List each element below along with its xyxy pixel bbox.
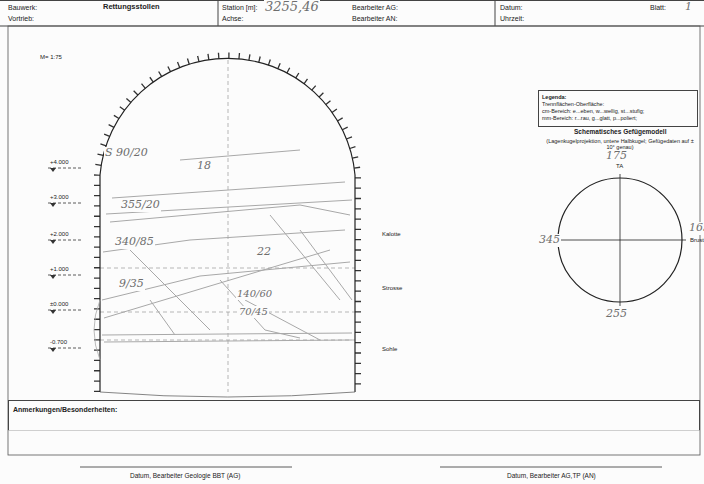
handwritten-note: 255: [605, 308, 628, 321]
handwritten-note: 70/45: [238, 306, 269, 318]
handwritten-note: 140/60: [236, 288, 273, 300]
handwritten-note: 18: [196, 160, 212, 173]
box-text: cm-Bereich: e...eben, w...wellig, st...s…: [542, 108, 694, 115]
legend-box: Legenda:Trennflächen-Oberfläche:cm-Berei…: [538, 90, 698, 127]
remarks-box: Anmerkungen/Besonderheiten:: [8, 400, 700, 430]
box-text: mm-Bereich: r...rau, g...glatt, p...poli…: [542, 115, 694, 122]
form-label: Schematisches Gefügemodell: [574, 128, 666, 135]
form-label: +3.000: [50, 194, 69, 201]
form-label: Sohle: [382, 346, 397, 353]
form-label: -0.700: [50, 339, 67, 346]
form-label: Bearbeiter AN:: [352, 15, 398, 23]
form-label: ±0.000: [50, 301, 68, 308]
form-label: Bauwerk:: [8, 4, 37, 12]
form-label: Brust: [690, 237, 704, 244]
form-label: Datum:: [500, 4, 523, 12]
form-label: +1.000: [50, 266, 69, 273]
form-label: Bearbeiter AG:: [352, 4, 398, 12]
form-label: Strosse: [382, 285, 402, 292]
box-heading: Legenda:: [542, 94, 694, 101]
box-heading: Anmerkungen/Besonderheiten:: [13, 405, 695, 414]
handwritten-note: 1: [684, 1, 693, 14]
box-text: Trennflächen-Oberfläche:: [542, 101, 694, 108]
form-label: M= 1:75: [40, 54, 62, 61]
form-label: (Lagenkugelprojektion, untere Halbkugel;…: [545, 138, 695, 151]
handwritten-note: 165: [688, 222, 704, 235]
handwritten-note: 345: [538, 234, 561, 247]
handwritten-note: 175: [605, 150, 628, 163]
form-label: Blatt:: [650, 4, 666, 12]
form-label: Achse:: [222, 15, 243, 23]
form-label: Uhrzeit:: [500, 15, 524, 23]
form-label: +2.000: [50, 231, 69, 238]
form-label: Kalotte: [382, 231, 401, 238]
handwritten-note: 355/20: [120, 199, 161, 212]
form-label: +4.000: [50, 159, 69, 166]
form-label: TA: [616, 163, 623, 170]
form-label: Rettungsstollen: [103, 3, 160, 12]
form-label: Vortrieb:: [8, 15, 34, 23]
form-label: Station [m]:: [222, 4, 257, 12]
form-label: Datum, Bearbeiter AG,TP (AN): [507, 472, 596, 479]
handwritten-note: 9/35: [118, 278, 145, 291]
handwritten-note: 22: [256, 246, 272, 259]
handwritten-note: 3255,46: [264, 0, 320, 15]
handwritten-note: S 90/20: [104, 147, 149, 160]
form-label: Datum, Bearbeiter Geologie BBT (AG): [130, 472, 240, 479]
handwritten-note: 340/85: [114, 236, 155, 249]
